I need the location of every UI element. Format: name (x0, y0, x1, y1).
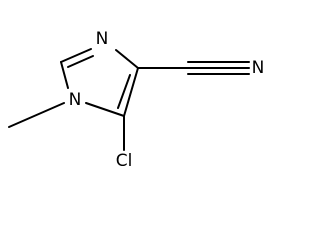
bond-ring-c4-to-c5 (123, 67, 139, 117)
bond-ring-ch-to-n-top (60, 48, 92, 63)
atom-label-ring-n-methyl: N (69, 90, 82, 110)
atom-label-chlorine: Cl (116, 151, 133, 171)
bond-ring-n-top-to-c4 (115, 49, 139, 69)
bond-ring-n-methyl-to-ch (60, 61, 69, 89)
bond-ring-ch-to-n-top-inner (67, 55, 94, 68)
bond-ring-c4-to-c5-inner (117, 74, 131, 109)
bond-ring-c5-to-n-methyl (85, 102, 125, 117)
atom-label-ring-n-top: N (96, 29, 109, 49)
atom-label-nitrile-n: N (252, 58, 265, 78)
bond-n-methyl-to-methyl (8, 102, 65, 128)
molecule-structure: N N N Cl (8, 29, 265, 171)
